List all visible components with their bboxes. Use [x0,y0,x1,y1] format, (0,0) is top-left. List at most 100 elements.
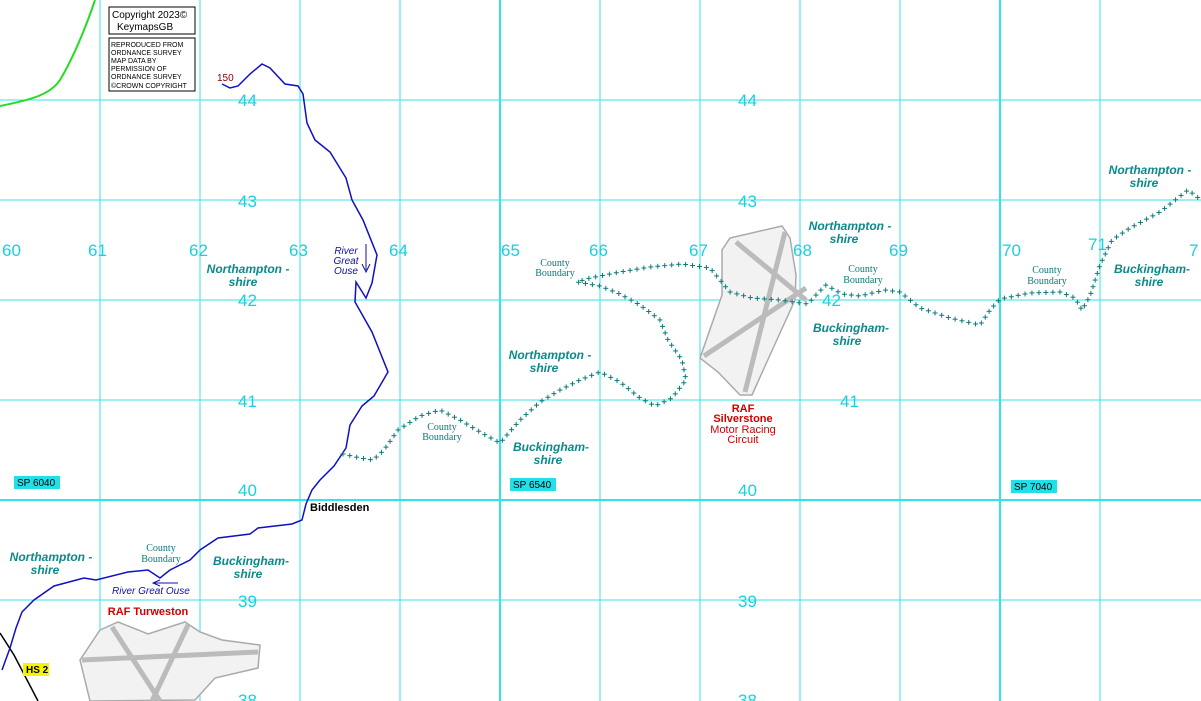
svg-text:County: County [848,264,877,275]
river-flow-arrow-icon [151,579,178,587]
northing-label: 40 [738,481,757,500]
svg-text:Northampton -: Northampton - [10,550,93,564]
svg-text:Boundary: Boundary [843,275,882,286]
raf-turweston-airfield [79,621,261,701]
svg-text:Buckingham-: Buckingham- [213,554,289,568]
hs2-label: HS 2 [23,663,49,676]
county-boundary [340,188,1201,463]
county-label-northamptonshire: Northampton - shire [509,348,592,375]
river-label: River Great Ouse [112,586,190,597]
easting-label: 71 [1088,235,1107,254]
county-boundary-label: County Boundary [535,258,574,279]
river-great-ouse [1,63,389,671]
grid-labels: 60 61 62 63 64 65 66 67 68 69 70 71 7 44… [2,91,1198,701]
svg-text:ORDNANCE SURVEY: ORDNANCE SURVEY [111,74,182,81]
svg-text:RAF: RAF [732,403,755,415]
county-label-buckinghamshire: Buckingham- shire [513,440,589,467]
northing-label: 41 [238,392,257,411]
easting-label: 64 [389,241,408,260]
raf-silverstone-airfield [699,225,808,396]
county-label-northamptonshire: Northampton - shire [207,262,290,289]
svg-text:shire: shire [530,361,559,375]
northing-label: 39 [238,592,257,611]
river-label: River Great Ouse [333,246,359,277]
svg-text:Silverstone: Silverstone [713,413,772,425]
svg-text:Boundary: Boundary [141,554,180,565]
svg-text:Northampton -: Northampton - [509,348,592,362]
svg-text:County: County [1032,265,1061,276]
raf-silverstone-label: RAF Silverstone Motor Racing Circuit [710,403,775,446]
northing-label: 44 [738,91,757,110]
green-line [0,0,96,107]
county-label-buckinghamshire: Buckingham- shire [813,321,889,348]
northing-label: 42 [822,291,841,310]
county-label-buckinghamshire: Buckingham- shire [213,554,289,581]
svg-text:Buckingham-: Buckingham- [1114,262,1190,276]
svg-text:©CROWN COPYRIGHT: ©CROWN COPYRIGHT [111,82,188,90]
svg-text:Boundary: Boundary [422,432,461,443]
northing-label: 42 [238,291,257,310]
easting-label: 62 [189,241,208,260]
county-label-buckinghamshire: Buckingham- shire [1114,262,1190,289]
county-boundary-label: County Boundary [422,422,461,443]
svg-text:shire: shire [229,275,258,289]
easting-label: 65 [501,241,520,260]
svg-text:PERMISSION OF: PERMISSION OF [111,66,167,73]
svg-text:Boundary: Boundary [535,268,574,279]
easting-label: 60 [2,241,21,260]
easting-label: 63 [289,241,308,260]
svg-text:shire: shire [31,563,60,577]
grid-reference: SP 6040 [14,476,60,489]
svg-text:shire: shire [1130,176,1159,190]
svg-text:Great: Great [333,256,359,267]
easting-label: 7 [1189,241,1198,260]
svg-text:KeymapsGB: KeymapsGB [117,22,173,33]
svg-text:SP 7040: SP 7040 [1014,482,1053,493]
grid-reference: SP 6540 [510,478,556,491]
svg-text:REPRODUCED FROM: REPRODUCED FROM [111,42,184,49]
svg-text:Circuit: Circuit [727,434,758,446]
raf-turweston-label: RAF Turweston [108,606,189,618]
northing-label: 43 [238,192,257,211]
svg-text:shire: shire [234,567,263,581]
svg-text:MAP DATA BY: MAP DATA BY [111,58,157,65]
easting-label: 69 [889,241,908,260]
northing-label: 44 [238,91,257,110]
northing-label: 38 [238,691,257,701]
svg-text:Buckingham-: Buckingham- [813,321,889,335]
svg-text:County: County [427,422,456,433]
svg-text:shire: shire [830,232,859,246]
svg-text:shire: shire [833,334,862,348]
northing-label: 40 [238,481,257,500]
svg-text:Northampton -: Northampton - [809,219,892,233]
place-biddlesden: Biddlesden [310,502,370,514]
easting-label: 61 [88,241,107,260]
northing-label: 39 [738,592,757,611]
county-label-northamptonshire: Northampton - shire [1109,163,1192,190]
northing-label: 38 [738,691,757,701]
svg-text:SP 6540: SP 6540 [513,480,552,491]
svg-text:River: River [334,246,358,257]
county-boundary-label: County Boundary [1027,265,1066,287]
svg-text:Boundary: Boundary [1027,276,1066,287]
svg-text:Northampton -: Northampton - [1109,163,1192,177]
svg-text:Northampton -: Northampton - [207,262,290,276]
svg-text:Motor Racing: Motor Racing [710,424,775,436]
svg-text:shire: shire [534,453,563,467]
copyright-box: Copyright 2023© KeymapsGB [108,6,196,35]
svg-text:HS 2: HS 2 [26,665,49,676]
svg-text:Copyright 2023©: Copyright 2023© [112,10,188,21]
svg-text:Buckingham-: Buckingham- [513,440,589,454]
svg-text:ORDNANCE SURVEY: ORDNANCE SURVEY [111,50,182,57]
county-label-northamptonshire: Northampton - shire [10,550,93,577]
svg-text:County: County [540,258,569,269]
spot-height: 150 [217,73,234,84]
svg-text:County: County [146,543,175,554]
grid-reference: SP 7040 [1011,480,1057,493]
river-flow-arrow-icon [361,244,371,274]
northing-label: 43 [738,192,757,211]
easting-label: 66 [589,241,608,260]
svg-text:SP 6040: SP 6040 [17,478,56,489]
